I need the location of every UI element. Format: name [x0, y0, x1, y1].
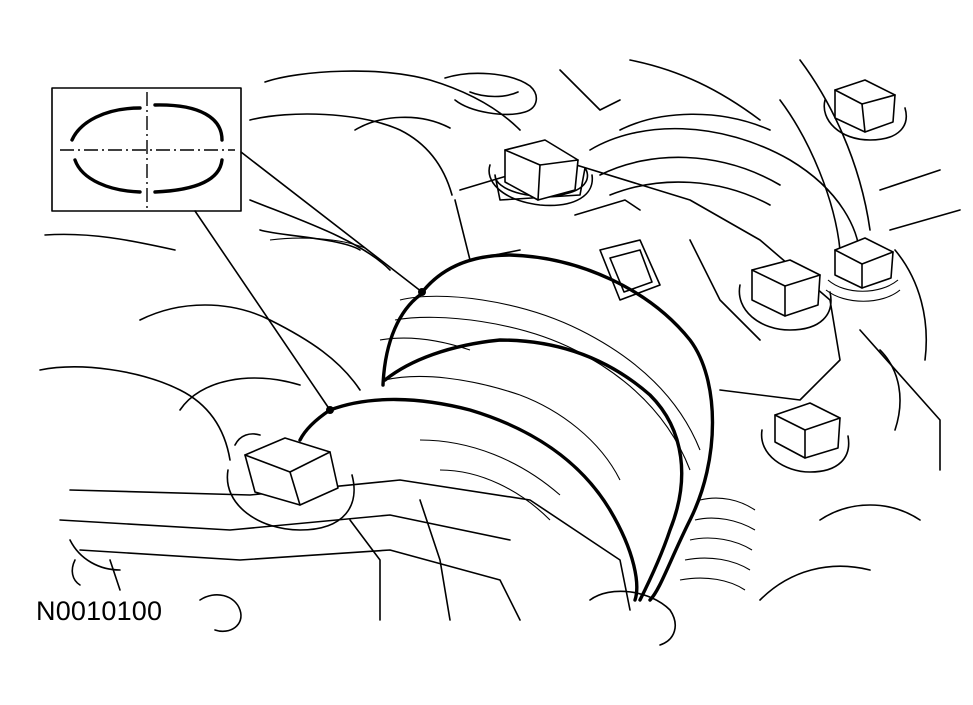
crank-journal	[298, 253, 715, 602]
detail-inset	[51, 87, 242, 212]
bolt-upper-left	[488, 139, 593, 207]
upper-block-casting	[39, 59, 761, 461]
valve-spring-cluster	[679, 59, 961, 601]
leader-line-lower	[194, 210, 331, 411]
leader-lines	[194, 151, 426, 414]
figure-reference-code: N0010100	[36, 596, 163, 626]
bolt-far-right	[825, 237, 901, 302]
bolt-upper-right	[823, 79, 907, 141]
bolt-lower-right	[760, 402, 850, 473]
leader-dot-upper	[418, 288, 426, 296]
bolt-lower-left	[226, 433, 355, 531]
bolt-middle-right	[738, 259, 832, 331]
lower-bearing-cap	[59, 479, 676, 646]
inset-oval-outline	[70, 106, 142, 142]
crankshaft-counterweights	[589, 113, 861, 261]
leader-dot-lower	[326, 406, 334, 414]
leader-line-upper	[240, 151, 423, 293]
